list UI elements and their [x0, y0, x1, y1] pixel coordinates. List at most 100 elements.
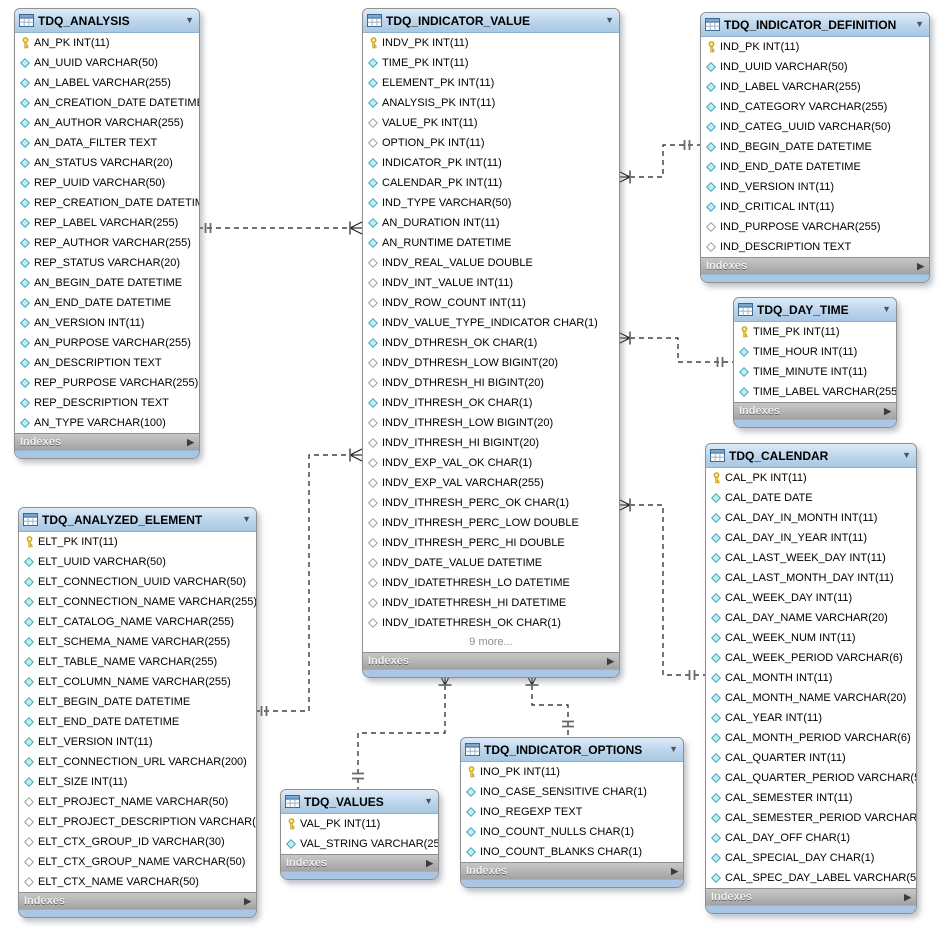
table-row[interactable]: ELT_END_DATE DATETIME — [19, 712, 256, 732]
table-row[interactable]: INDV_ITHRESH_LOW BIGINT(20) — [363, 413, 619, 433]
chevron-down-icon[interactable]: ▼ — [669, 744, 678, 754]
table-row[interactable]: TIME_MINUTE INT(11) — [734, 362, 896, 382]
table-row[interactable]: INDV_IDATETHRESH_LO DATETIME — [363, 573, 619, 593]
table-row[interactable]: REP_LABEL VARCHAR(255) — [15, 213, 199, 233]
table-row[interactable]: AN_AUTHOR VARCHAR(255) — [15, 113, 199, 133]
table-row[interactable]: AN_BEGIN_DATE DATETIME — [15, 273, 199, 293]
table-header[interactable]: TDQ_ANALYSIS▼ — [15, 9, 199, 33]
relationship-tdq_calendar-tdq_indicator_value[interactable] — [617, 498, 705, 681]
indexes-footer[interactable]: Indexes▶ — [363, 652, 619, 669]
table-tdq_day_time[interactable]: TDQ_DAY_TIME▼TIME_PK INT(11)TIME_HOUR IN… — [733, 297, 897, 428]
table-row[interactable]: IND_PK INT(11) — [701, 37, 929, 57]
table-header[interactable]: TDQ_INDICATOR_OPTIONS▼ — [461, 738, 683, 762]
table-row[interactable]: TIME_HOUR INT(11) — [734, 342, 896, 362]
table-tdq_indicator_definition[interactable]: TDQ_INDICATOR_DEFINITION▼IND_PK INT(11)I… — [700, 12, 930, 283]
table-row[interactable]: CAL_MONTH_PERIOD VARCHAR(6) — [706, 728, 916, 748]
table-row[interactable]: CAL_QUARTER_PERIOD VARCHAR(5) — [706, 768, 916, 788]
chevron-down-icon[interactable]: ▼ — [242, 514, 251, 524]
table-row[interactable]: INDV_DTHRESH_HI BIGINT(20) — [363, 373, 619, 393]
table-row[interactable]: CAL_SEMESTER INT(11) — [706, 788, 916, 808]
table-tdq_analyzed_element[interactable]: TDQ_ANALYZED_ELEMENT▼ELT_PK INT(11)ELT_U… — [18, 507, 257, 918]
relationship-tdq_indicator_options-tdq_indicator_value[interactable] — [525, 672, 575, 737]
table-row[interactable]: CAL_DAY_OFF CHAR(1) — [706, 828, 916, 848]
table-row[interactable]: ELT_PROJECT_NAME VARCHAR(50) — [19, 792, 256, 812]
table-row[interactable]: AN_DESCRIPTION TEXT — [15, 353, 199, 373]
table-header[interactable]: TDQ_CALENDAR▼ — [706, 444, 916, 468]
table-row[interactable]: INDV_REAL_VALUE DOUBLE — [363, 253, 619, 273]
table-row[interactable]: IND_VERSION INT(11) — [701, 177, 929, 197]
table-header[interactable]: TDQ_INDICATOR_VALUE▼ — [363, 9, 619, 33]
table-row[interactable]: INDV_PK INT(11) — [363, 33, 619, 53]
table-row[interactable]: CAL_WEEK_NUM INT(11) — [706, 628, 916, 648]
table-row[interactable]: INDV_ROW_COUNT INT(11) — [363, 293, 619, 313]
table-row[interactable]: CAL_SPEC_DAY_LABEL VARCHAR(50) — [706, 868, 916, 888]
table-row[interactable]: INO_COUNT_BLANKS CHAR(1) — [461, 842, 683, 862]
table-row[interactable]: VAL_STRING VARCHAR(255) — [281, 834, 438, 854]
table-row[interactable]: INDV_DTHRESH_OK CHAR(1) — [363, 333, 619, 353]
indexes-footer[interactable]: Indexes▶ — [281, 854, 438, 871]
table-row[interactable]: ELT_UUID VARCHAR(50) — [19, 552, 256, 572]
table-row[interactable]: INDV_IDATETHRESH_HI DATETIME — [363, 593, 619, 613]
table-tdq_indicator_options[interactable]: TDQ_INDICATOR_OPTIONS▼INO_PK INT(11)INO_… — [460, 737, 684, 888]
chevron-down-icon[interactable]: ▼ — [882, 304, 891, 314]
table-row[interactable]: CAL_PK INT(11) — [706, 468, 916, 488]
indexes-footer[interactable]: Indexes▶ — [734, 402, 896, 419]
table-row[interactable]: INDV_ITHRESH_PERC_HI DOUBLE — [363, 533, 619, 553]
table-row[interactable]: IND_TYPE VARCHAR(50) — [363, 193, 619, 213]
table-row[interactable]: INO_CASE_SENSITIVE CHAR(1) — [461, 782, 683, 802]
table-row[interactable]: CAL_DAY_IN_YEAR INT(11) — [706, 528, 916, 548]
table-row[interactable]: IND_CRITICAL INT(11) — [701, 197, 929, 217]
table-row[interactable]: INDICATOR_PK INT(11) — [363, 153, 619, 173]
chevron-down-icon[interactable]: ▼ — [424, 796, 433, 806]
table-row[interactable]: VALUE_PK INT(11) — [363, 113, 619, 133]
table-row[interactable]: INO_PK INT(11) — [461, 762, 683, 782]
table-row[interactable]: INDV_VALUE_TYPE_INDICATOR CHAR(1) — [363, 313, 619, 333]
table-row[interactable]: INDV_EXP_VAL VARCHAR(255) — [363, 473, 619, 493]
table-row[interactable]: INDV_ITHRESH_OK CHAR(1) — [363, 393, 619, 413]
table-row[interactable]: INDV_IDATETHRESH_OK CHAR(1) — [363, 613, 619, 633]
table-row[interactable]: CAL_DATE DATE — [706, 488, 916, 508]
table-row[interactable]: CAL_LAST_MONTH_DAY INT(11) — [706, 568, 916, 588]
table-row[interactable]: IND_UUID VARCHAR(50) — [701, 57, 929, 77]
table-row[interactable]: ELT_SCHEMA_NAME VARCHAR(255) — [19, 632, 256, 652]
table-row[interactable]: INO_COUNT_NULLS CHAR(1) — [461, 822, 683, 842]
table-row[interactable]: ELT_COLUMN_NAME VARCHAR(255) — [19, 672, 256, 692]
table-row[interactable]: INDV_INT_VALUE INT(11) — [363, 273, 619, 293]
table-row[interactable]: ELEMENT_PK INT(11) — [363, 73, 619, 93]
table-row[interactable]: CAL_YEAR INT(11) — [706, 708, 916, 728]
indexes-footer[interactable]: Indexes▶ — [19, 892, 256, 909]
table-row[interactable]: AN_UUID VARCHAR(50) — [15, 53, 199, 73]
table-row[interactable]: IND_END_DATE DATETIME — [701, 157, 929, 177]
table-row[interactable]: CAL_SEMESTER_PERIOD VARCHAR(6) — [706, 808, 916, 828]
table-row[interactable]: CAL_SPECIAL_DAY CHAR(1) — [706, 848, 916, 868]
table-row[interactable]: REP_STATUS VARCHAR(20) — [15, 253, 199, 273]
table-row[interactable]: ELT_BEGIN_DATE DATETIME — [19, 692, 256, 712]
table-row[interactable]: TIME_LABEL VARCHAR(255) — [734, 382, 896, 402]
table-row[interactable]: AN_STATUS VARCHAR(20) — [15, 153, 199, 173]
table-row[interactable]: ELT_CONNECTION_NAME VARCHAR(255) — [19, 592, 256, 612]
table-row[interactable]: ELT_VERSION INT(11) — [19, 732, 256, 752]
table-row[interactable]: ELT_CTX_GROUP_NAME VARCHAR(50) — [19, 852, 256, 872]
table-header[interactable]: TDQ_DAY_TIME▼ — [734, 298, 896, 322]
table-row[interactable]: CAL_DAY_IN_MONTH INT(11) — [706, 508, 916, 528]
indexes-footer[interactable]: Indexes▶ — [461, 862, 683, 879]
table-row[interactable]: AN_VERSION INT(11) — [15, 313, 199, 333]
chevron-down-icon[interactable]: ▼ — [605, 15, 614, 25]
table-row[interactable]: REP_DESCRIPTION TEXT — [15, 393, 199, 413]
table-row[interactable]: REP_AUTHOR VARCHAR(255) — [15, 233, 199, 253]
table-header[interactable]: TDQ_ANALYZED_ELEMENT▼ — [19, 508, 256, 532]
table-row[interactable]: IND_LABEL VARCHAR(255) — [701, 77, 929, 97]
table-row[interactable]: ELT_CTX_GROUP_ID VARCHAR(30) — [19, 832, 256, 852]
chevron-down-icon[interactable]: ▼ — [185, 15, 194, 25]
table-tdq_indicator_value[interactable]: TDQ_INDICATOR_VALUE▼INDV_PK INT(11)TIME_… — [362, 8, 620, 678]
relationship-tdq_analyzed_element-tdq_indicator_value[interactable] — [255, 448, 363, 717]
table-row[interactable]: REP_PURPOSE VARCHAR(255) — [15, 373, 199, 393]
relationship-tdq_analysis-tdq_indicator_value[interactable] — [198, 221, 363, 235]
table-row[interactable]: REP_UUID VARCHAR(50) — [15, 173, 199, 193]
table-row[interactable]: ELT_CONNECTION_UUID VARCHAR(50) — [19, 572, 256, 592]
table-row[interactable]: ELT_CONNECTION_URL VARCHAR(200) — [19, 752, 256, 772]
chevron-down-icon[interactable]: ▼ — [902, 450, 911, 460]
table-tdq_calendar[interactable]: TDQ_CALENDAR▼CAL_PK INT(11)CAL_DATE DATE… — [705, 443, 917, 914]
table-row[interactable]: INDV_ITHRESH_HI BIGINT(20) — [363, 433, 619, 453]
